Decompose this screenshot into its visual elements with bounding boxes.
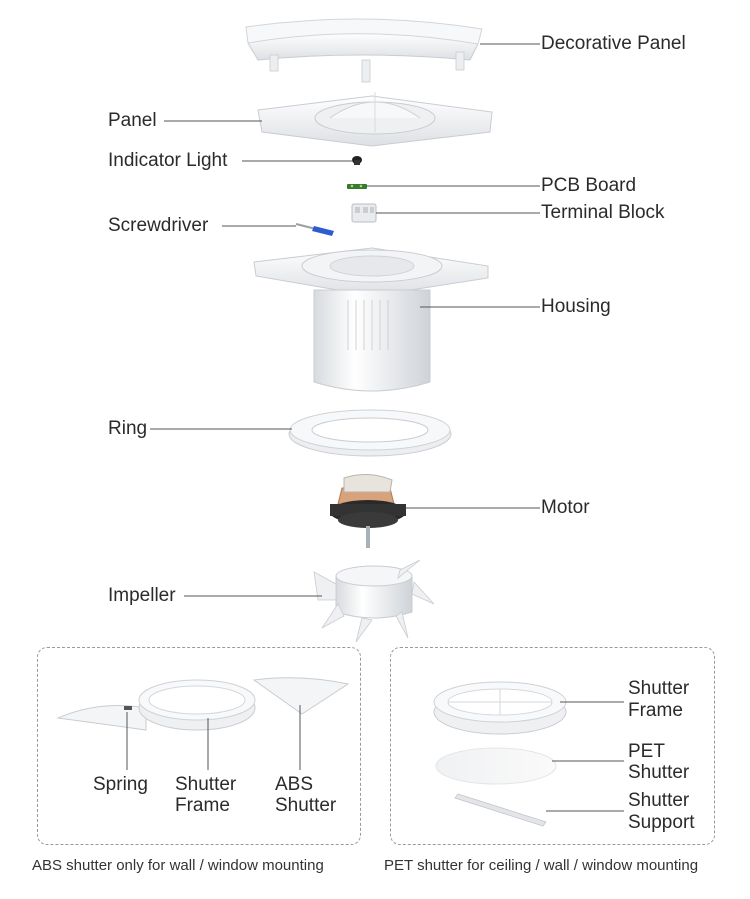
caption-pet: PET shutter for ceiling / wall / window … <box>384 857 699 874</box>
abs-group-box <box>37 647 361 845</box>
label-shutter-support-line1: Shutter <box>628 790 690 811</box>
shutter-support-part <box>454 793 547 827</box>
indicator-light-part <box>352 156 362 165</box>
housing-part <box>253 247 489 392</box>
terminal-block-part <box>351 203 377 223</box>
pet-shutter-part <box>435 747 557 785</box>
label-spring: Spring <box>93 774 148 795</box>
caption-abs: ABS shutter only for wall / window mount… <box>32 857 324 874</box>
label-terminal-block: Terminal Block <box>541 202 665 223</box>
pet-shutter-frame-part <box>433 681 567 735</box>
screwdriver-part <box>295 223 334 236</box>
label-pet-shutter-line2: Shutter <box>628 762 690 783</box>
label-ring: Ring <box>108 418 148 439</box>
impeller-part <box>313 559 435 643</box>
label-motor: Motor <box>541 497 590 518</box>
label-pet-shutter-frame-line2: Frame <box>628 700 683 721</box>
label-abs-shutter-line2: Shutter <box>275 795 337 816</box>
pet-group-box <box>390 647 715 845</box>
label-indicator-light: Indicator Light <box>108 150 228 171</box>
abs-shutter-part <box>252 677 350 715</box>
ring-part <box>288 409 452 457</box>
abs-shutter-frame-part <box>138 679 256 731</box>
motor-part <box>330 474 406 548</box>
panel-part <box>257 92 493 147</box>
label-housing: Housing <box>541 296 611 317</box>
decorative-panel-part <box>245 18 483 83</box>
label-screwdriver: Screwdriver <box>108 215 209 236</box>
label-impeller: Impeller <box>108 585 176 606</box>
spring-part <box>124 706 132 710</box>
label-abs-shutter-frame-line1: Shutter <box>175 774 237 795</box>
pcb-board-part <box>347 184 367 189</box>
label-abs-shutter-frame-line2: Frame <box>175 795 230 816</box>
label-pcb-board: PCB Board <box>541 175 637 196</box>
label-pet-shutter-frame-line1: Shutter <box>628 678 690 699</box>
label-shutter-support-line2: Support <box>628 812 695 833</box>
label-abs-shutter-line1: ABS <box>275 774 314 795</box>
label-panel: Panel <box>108 110 157 131</box>
leader-lines <box>126 43 624 812</box>
label-decorative-panel: Decorative Panel <box>541 33 686 54</box>
label-pet-shutter-line1: PET <box>628 741 665 762</box>
